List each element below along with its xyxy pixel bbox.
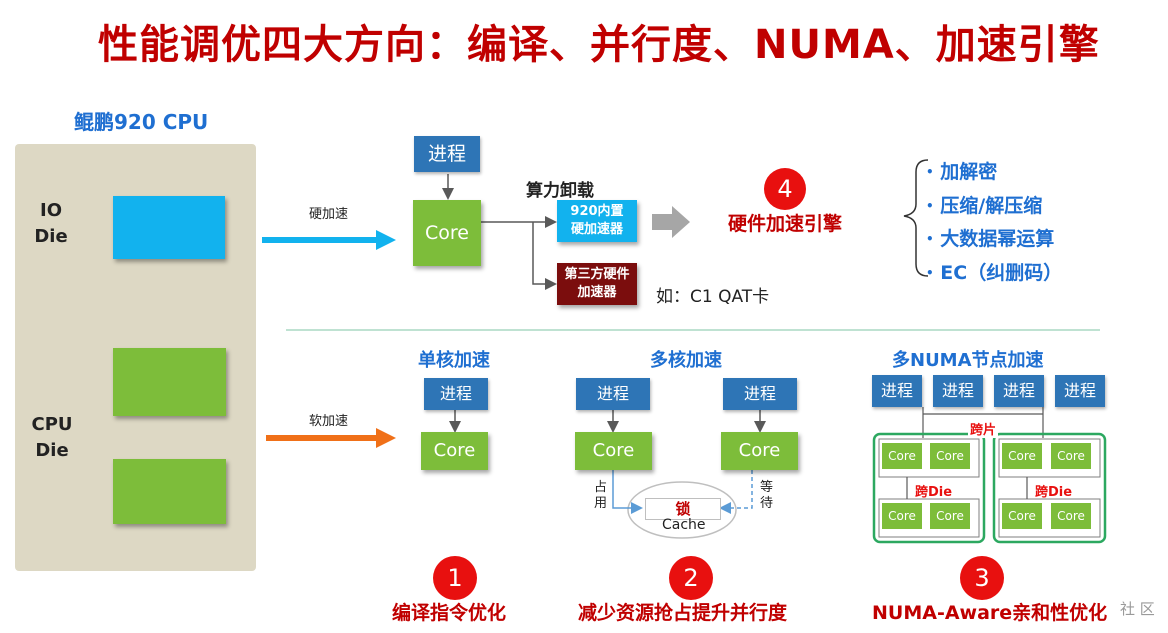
engine-bullet-list: • 加解密 • 压缩/解压缩 • 大数据幂运算 • EC（纠删码） (926, 156, 1062, 290)
offload-title: 算力卸载 (526, 181, 594, 201)
hw-accel-label: 硬加速 (309, 207, 349, 222)
cache-ellipse (627, 481, 737, 539)
bullet-item: • 大数据幂运算 (926, 228, 1055, 250)
io-die-block (113, 196, 225, 259)
sw-accel-label: 软加速 (309, 414, 349, 429)
engine-brace (903, 159, 929, 277)
cpu-die-block-1 (113, 348, 226, 416)
cross-die-label-right: 跨Die (1035, 485, 1073, 500)
numa-core: Core (930, 443, 970, 469)
direction-4-badge: 4 (764, 168, 806, 210)
numa-core: Core (1002, 443, 1042, 469)
numa-process-box: 进程 (994, 375, 1044, 407)
cpu-die-label: CPU Die (31, 414, 73, 461)
wait-label: 等 待 (760, 480, 774, 511)
cross-chip-label: 跨片 (968, 419, 999, 438)
third-party-accelerator-box: 第三方硬件 加速器 (557, 263, 637, 305)
multi-core-box-2: Core (721, 432, 798, 470)
bullet-item: • 压缩/解压缩 (926, 194, 1043, 217)
multi-core-box-1: Core (575, 432, 652, 470)
multi-core-title: 多核加速 (650, 350, 722, 371)
occupy-label: 占 用 (594, 480, 608, 511)
cache-label: Cache (662, 517, 706, 533)
single-core-box: Core (421, 432, 488, 470)
numa-title: 多NUMA节点加速 (892, 350, 1044, 371)
io-die-label: IO Die (34, 200, 68, 247)
numa-process-box: 进程 (1055, 375, 1105, 407)
direction-1-badge: 1 (433, 556, 477, 600)
direction-2-label: 减少资源抢占提升并行度 (578, 602, 788, 624)
cross-die-label-left: 跨Die (915, 485, 953, 500)
direction-1-label: 编译指令优化 (392, 602, 507, 624)
multi-process-box-1: 进程 (576, 378, 650, 410)
numa-core: Core (882, 443, 922, 469)
numa-core: Core (930, 503, 970, 529)
builtin-accelerator-box: 920内置 硬加速器 (557, 200, 637, 242)
numa-node-left (872, 432, 986, 544)
cpu-title: 鲲鹏920 CPU (74, 110, 209, 134)
sw-accel-arrow (266, 428, 396, 448)
direction-3-label: NUMA-Aware亲和性优化 (872, 602, 1108, 624)
numa-core: Core (1051, 443, 1091, 469)
numa-core: Core (882, 503, 922, 529)
hw-process-box: 进程 (414, 136, 480, 172)
single-process-box: 进程 (424, 378, 488, 410)
numa-process-box: 进程 (872, 375, 922, 407)
hw-engine-label: 硬件加速引擎 (728, 213, 843, 235)
lock-box: 锁 (645, 498, 721, 520)
page-title: 性能调优四大方向：编译、并行度、NUMA、加速引擎 (98, 22, 1100, 68)
direction-3-badge: 3 (960, 556, 1004, 600)
hw-core-box: Core (413, 200, 481, 266)
accelerator-example: 如：C1 QAT卡 (656, 287, 770, 307)
cpu-die-block-2 (113, 459, 226, 524)
watermark: 社 区 (1120, 600, 1155, 618)
numa-process-box: 进程 (933, 375, 983, 407)
bullet-item: • 加解密 (926, 161, 998, 183)
single-core-title: 单核加速 (418, 350, 490, 371)
hw-accel-arrow (262, 230, 396, 250)
multi-process-box-2: 进程 (723, 378, 797, 410)
bullet-item: • EC（纠删码） (926, 261, 1063, 284)
numa-core: Core (1051, 503, 1091, 529)
direction-2-badge: 2 (669, 556, 713, 600)
numa-core: Core (1002, 503, 1042, 529)
offload-arrow (652, 206, 690, 238)
numa-node-right (992, 432, 1107, 544)
